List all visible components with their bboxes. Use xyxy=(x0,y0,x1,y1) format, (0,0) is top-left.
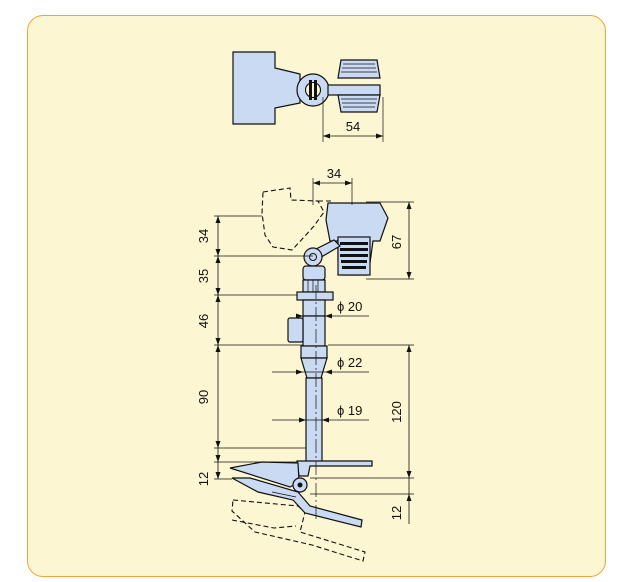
dim-label-dia-top: ϕ 20 xyxy=(337,299,362,314)
dim-label-clip-right: 12 xyxy=(389,506,404,520)
pole-upper-section xyxy=(302,315,326,347)
joint-washer xyxy=(296,291,334,301)
top-view-swivel-hole xyxy=(304,81,322,99)
top-view-swivel-screw xyxy=(309,80,312,100)
top-view-grip-ridges xyxy=(341,63,377,108)
dim-label-knob-section: 46 xyxy=(196,314,211,328)
top-view-arm xyxy=(327,84,381,96)
tension-knob xyxy=(287,317,304,343)
mic-grip-ridges xyxy=(340,242,368,269)
upper-cylinder xyxy=(302,299,326,317)
joint-collar xyxy=(302,279,326,293)
swivel-ball xyxy=(303,247,323,267)
dim-label-upper-gap: 34 xyxy=(196,229,211,243)
taper xyxy=(300,357,328,379)
joint-body xyxy=(302,265,326,281)
side-view: 34 35 46 90 12 34 67 120 12 ϕ 20 ϕ 22 xyxy=(196,166,414,562)
dim-label-joint: 35 xyxy=(196,269,211,283)
alternate-clip-outline xyxy=(231,499,366,562)
clip-base-plate xyxy=(296,460,373,477)
dim-label-clip-left: 12 xyxy=(196,472,211,486)
dim-label-shaft: 90 xyxy=(196,390,211,404)
alternate-head-outline xyxy=(261,187,325,251)
dim-label-dia-mid: ϕ 22 xyxy=(337,355,362,370)
top-view-clip-block xyxy=(232,51,301,125)
dim-label-width: 54 xyxy=(346,119,360,134)
clip-jaw-upper xyxy=(229,461,300,488)
dim-label-total-right: 120 xyxy=(389,401,404,423)
top-view-mic-holder-lower xyxy=(337,94,381,113)
dim-label-dia-low: ϕ 19 xyxy=(337,403,362,418)
clip-jaw-lower xyxy=(231,477,363,528)
top-view-swivel-screw xyxy=(314,80,317,100)
top-view-mic-holder-upper xyxy=(337,59,381,79)
taper-collar xyxy=(300,345,328,359)
joint-ridges xyxy=(307,280,319,292)
dim-label-head-offset: 34 xyxy=(327,166,341,181)
top-view: 54 xyxy=(232,51,384,142)
dim-label-head-height: 67 xyxy=(389,235,404,249)
